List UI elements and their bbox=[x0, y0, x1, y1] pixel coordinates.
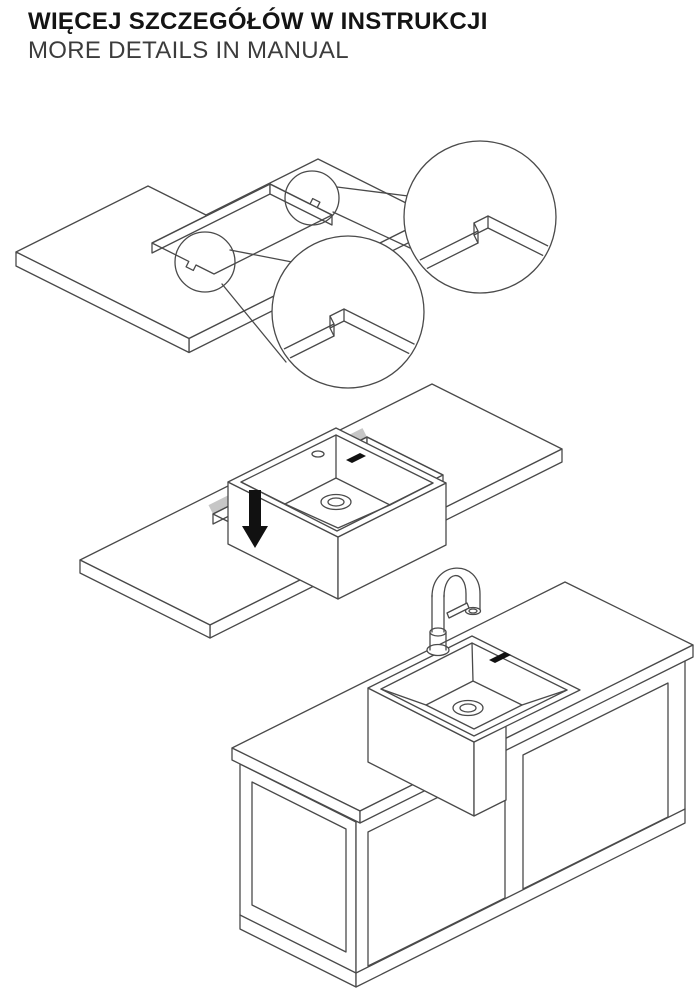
figure-installed-sink bbox=[231, 567, 694, 988]
callout-source-circle-left bbox=[174, 231, 236, 293]
sink-rim-top bbox=[227, 427, 447, 538]
countertop-left-edge bbox=[15, 251, 190, 354]
callout-connector-lines bbox=[221, 186, 411, 363]
detail-corner-notch-right bbox=[406, 215, 554, 281]
installed-sink-bowl-bottom bbox=[425, 680, 523, 730]
cutout-outline bbox=[151, 183, 333, 275]
drain-outer bbox=[320, 493, 352, 511]
sink-bowl-bottom bbox=[284, 477, 391, 529]
page-header: WIĘCEJ SZCZEGÓŁÓW W INSTRUKCJI MORE DETA… bbox=[28, 8, 488, 66]
installed-accessory-slot bbox=[489, 652, 511, 663]
installed-drain-inner bbox=[459, 703, 477, 713]
down-arrow-icon bbox=[242, 490, 268, 548]
figure-sink-insertion bbox=[79, 383, 563, 639]
title-english: MORE DETAILS IN MANUAL bbox=[28, 36, 349, 64]
faucet-lever bbox=[446, 602, 470, 619]
installed-drain-outer bbox=[452, 699, 484, 717]
figure-countertop-cutout bbox=[15, 140, 557, 389]
drain-inner bbox=[327, 497, 345, 507]
sink-bowl-walls bbox=[240, 434, 434, 506]
worktop-left-edge bbox=[79, 559, 211, 639]
title-polish: WIĘCEJ SZCZEGÓŁÓW W INSTRUKCJI bbox=[28, 8, 488, 35]
faucet-hole bbox=[311, 450, 325, 458]
faucet-neck-outer bbox=[431, 567, 481, 611]
detail-circle-left bbox=[271, 235, 425, 389]
faucet-base bbox=[426, 643, 450, 657]
cabinet-door-left bbox=[251, 781, 347, 953]
installed-sink-bowl-walls bbox=[380, 642, 568, 706]
faucet-base-top bbox=[429, 627, 447, 637]
faucet-aerator bbox=[468, 608, 478, 614]
accessory-slot bbox=[346, 453, 366, 463]
detail-corner-notch-left bbox=[277, 308, 422, 366]
cabinet-door-right bbox=[522, 682, 669, 890]
detail-circle-right bbox=[403, 140, 557, 294]
callout-source-circle-right bbox=[284, 170, 340, 226]
faucet-neck-inner bbox=[443, 575, 467, 611]
faucet bbox=[426, 567, 482, 657]
faucet-column bbox=[431, 594, 445, 633]
cutout-hole bbox=[152, 184, 332, 274]
